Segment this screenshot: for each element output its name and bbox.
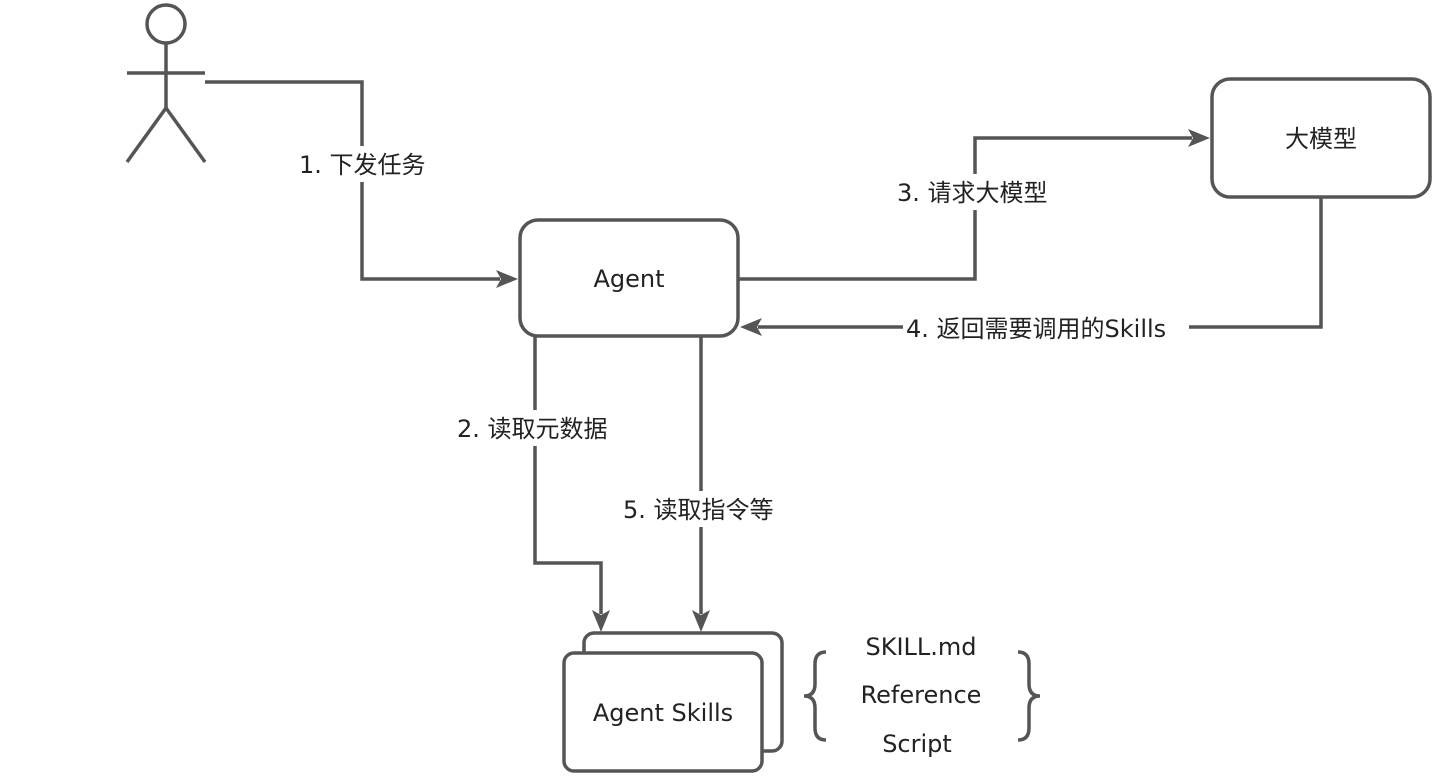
llm-node[interactable]: 大模型 (1210, 77, 1432, 199)
right-curly-brace-icon (1017, 650, 1041, 742)
llm-node-label: 大模型 (1285, 125, 1357, 153)
agent-skills-node[interactable]: Agent Skills (562, 631, 784, 773)
edge-agent-to-skills-instructions (692, 336, 710, 632)
edge-label-step4: 4. 返回需要调用的Skills (906, 315, 1166, 343)
skill-parts-list: SKILL.md Reference Script (861, 633, 982, 758)
arrowhead-icon (1188, 129, 1210, 147)
edge-label-step5: 5. 读取指令等 (623, 496, 774, 524)
agent-node-label: Agent (593, 265, 664, 293)
edge-agent-to-skills-metadata (533, 336, 610, 632)
arrowhead-icon (496, 270, 518, 288)
skill-part-item: Reference (861, 681, 982, 709)
agent-node[interactable]: Agent (518, 218, 740, 338)
left-curly-brace-icon (803, 650, 827, 742)
arrowhead-icon (592, 610, 610, 632)
edge-label-step1: 1. 下发任务 (299, 151, 426, 179)
edge-label-step3: 3. 请求大模型 (897, 179, 1048, 207)
edge-label-step2: 2. 读取元数据 (457, 415, 608, 443)
user-actor-icon (125, 3, 207, 164)
edge-user-to-agent (205, 80, 518, 288)
arrowhead-icon (740, 318, 762, 336)
skill-part-item: Script (882, 730, 952, 758)
skill-part-item: SKILL.md (865, 633, 976, 661)
agent-skills-node-label: Agent Skills (593, 699, 733, 727)
arrowhead-icon (692, 610, 710, 632)
